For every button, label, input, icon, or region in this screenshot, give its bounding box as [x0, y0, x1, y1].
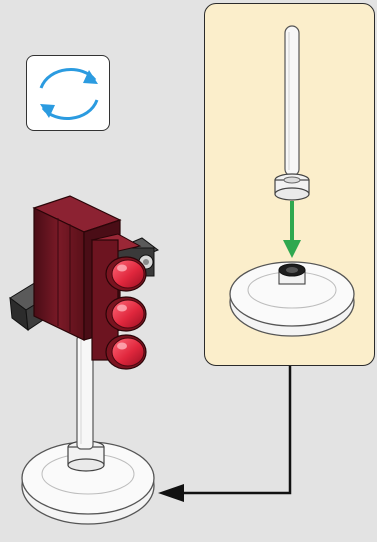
rotate-model-badge — [26, 55, 110, 131]
main-pole — [76, 334, 94, 450]
rotate-model-icon — [39, 68, 99, 120]
insert-down-arrow-icon — [283, 201, 301, 258]
top-red-light — [105, 256, 147, 292]
traffic-light-assembly — [9, 195, 159, 370]
bottom-red-light — [105, 334, 147, 370]
panel-round-base — [229, 261, 355, 337]
middle-red-light — [105, 296, 147, 332]
panel-pole — [284, 25, 300, 177]
panel-clip-connector — [274, 173, 310, 201]
main-round-base — [21, 441, 155, 525]
connector-arrow-icon — [158, 366, 292, 502]
